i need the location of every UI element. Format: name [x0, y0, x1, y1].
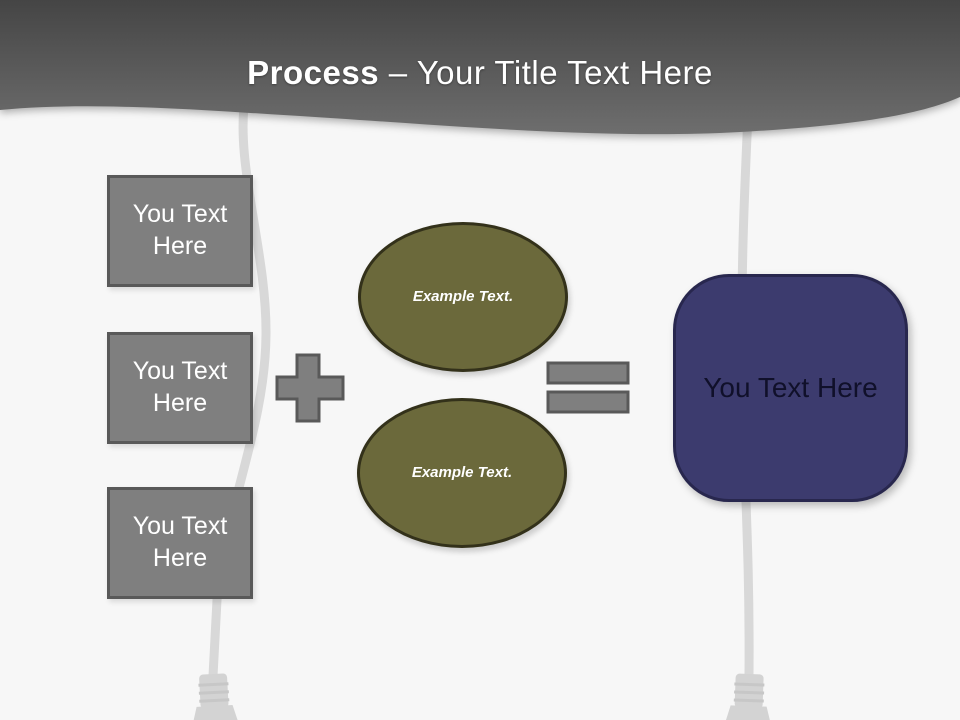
input-box-1-label: You Text Here: [132, 200, 228, 260]
example-circle-1-label: Example Text.: [412, 288, 514, 306]
example-circle-2: Example Text.: [357, 398, 567, 548]
header-wave-shape: [0, 0, 960, 135]
slide-title-keyword: Process: [247, 54, 380, 91]
input-box-1: You Text Here: [107, 175, 253, 287]
plus-sign-icon: [275, 353, 345, 423]
slide-title-subtitle: – Your Title Text Here: [379, 54, 713, 91]
cable-connector-left-icon: [192, 673, 239, 720]
input-box-3-label: You Text Here: [132, 512, 228, 572]
input-box-2-label: You Text Here: [132, 357, 228, 417]
result-box-label: You Text Here: [703, 372, 878, 403]
input-box-3: You Text Here: [107, 487, 253, 599]
header-band: [0, 0, 960, 135]
input-box-2: You Text Here: [107, 332, 253, 444]
equals-sign-icon: [546, 361, 630, 414]
example-circle-2-label: Example Text.: [411, 464, 513, 482]
slide-title: Process – Your Title Text Here: [0, 54, 960, 92]
example-circle-1: Example Text.: [358, 222, 568, 372]
result-box: You Text Here: [673, 274, 908, 502]
